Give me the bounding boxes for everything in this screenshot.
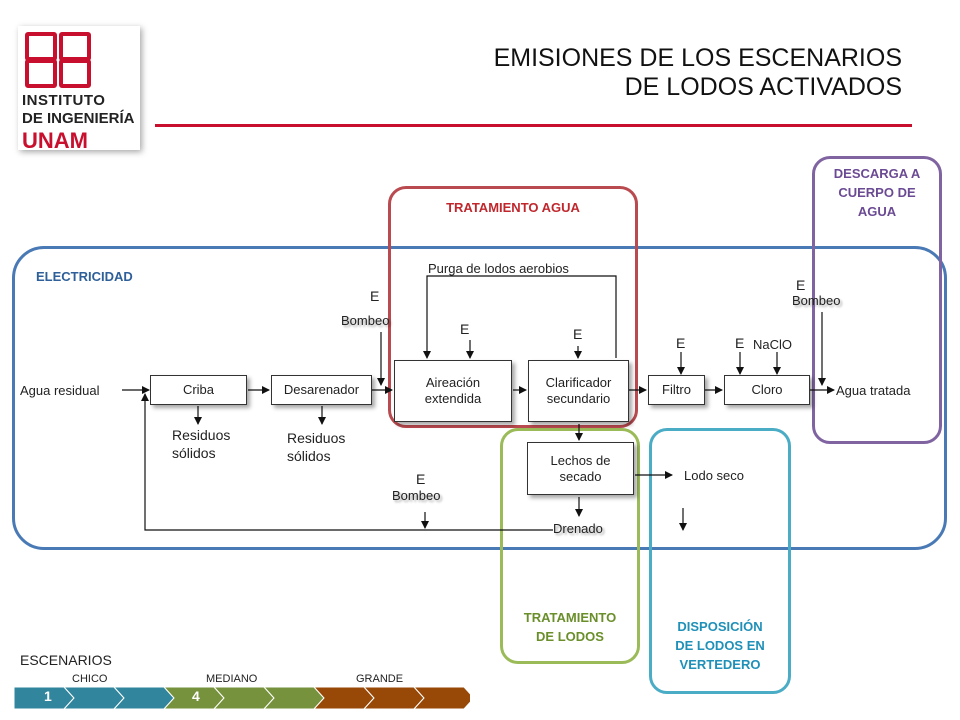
label-line: DESCARGA A (833, 166, 921, 181)
label-line: sólidos (287, 448, 331, 464)
label-residuos-criba: Residuos sólidos (172, 426, 230, 462)
process-desarenador: Desarenador (271, 375, 372, 405)
label-line: TRATAMIENTO (523, 610, 617, 625)
label-line: VERTEDERO (679, 657, 761, 672)
label-descarga: DESCARGA A CUERPO DE AGUA (812, 164, 942, 221)
label-energy: E (370, 288, 380, 304)
process-line: Aireación (425, 375, 481, 390)
scenario-number-second: 4 (192, 688, 200, 704)
process-cloro: Cloro (724, 375, 810, 405)
label-energy: E (676, 335, 686, 351)
process-filtro: Filtro (648, 375, 705, 405)
label-line: Residuos (172, 427, 231, 443)
label-agua-tratada: Agua tratada (836, 383, 911, 398)
region-tratamiento-agua (388, 186, 638, 428)
scenarios-title: ESCENARIOS (20, 652, 112, 668)
region-tratamiento-lodos (500, 428, 640, 664)
region-electricidad (12, 246, 947, 550)
institute-logo: INSTITUTO DE INGENIERÍA UNAM (18, 26, 140, 153)
label-energy: E (460, 321, 470, 337)
scenario-chevron-bar (14, 686, 470, 710)
slide-title-line1: EMISIONES DE LOS ESCENARIOS (493, 44, 902, 72)
label-electricidad: ELECTRICIDAD (36, 269, 133, 284)
label-line: DE LODOS EN (675, 638, 765, 653)
region-disposicion-vertedero (649, 428, 791, 694)
scenario-chevron (412, 686, 470, 710)
logo-text-line1: INSTITUTO (22, 92, 106, 109)
label-purga: Purga de lodos aerobios (428, 261, 569, 276)
label-line: AGUA (857, 204, 897, 219)
purga-loop (423, 275, 617, 359)
label-energy: E (735, 335, 745, 351)
label-line: sólidos (172, 445, 216, 461)
process-line: Clarificador (545, 375, 612, 390)
process-lechos-secado: Lechos de secado (527, 442, 634, 495)
region-descarga-agua (812, 156, 942, 444)
label-tratamiento-agua: TRATAMIENTO AGUA (446, 200, 580, 215)
process-line: secado (559, 468, 602, 484)
label-agua-residual: Agua residual (20, 383, 100, 398)
logo-mark-icon (25, 32, 91, 88)
drenado-recirculation (141, 393, 553, 531)
label-residuos-desarenador: Residuos sólidos (287, 429, 345, 465)
process-line: secundario (546, 391, 611, 406)
logo-text-line2: DE INGENIERÍA (22, 110, 135, 127)
label-line: Residuos (287, 430, 346, 446)
label-energy: E (573, 326, 583, 342)
scenario-label-chico: CHICO (72, 673, 108, 685)
label-energy: E (416, 471, 426, 487)
label-line: CUERPO DE (838, 185, 916, 200)
process-line: Lechos de (550, 452, 611, 468)
label-lodo-seco: Lodo seco (684, 468, 744, 483)
slide-title-line2: DE LODOS ACTIVADOS (624, 73, 902, 101)
process-line: extendida (424, 391, 482, 406)
slide-title: EMISIONES DE LOS ESCENARIOS DE LODOS ACT… (494, 44, 902, 102)
process-clarificador: Clarificador secundario (528, 360, 629, 422)
label-line: DE LODOS (536, 629, 604, 644)
label-line: DISPOSICIÓN (677, 619, 763, 634)
label-tratamiento-lodos: TRATAMIENTO DE LODOS (500, 608, 640, 646)
label-drenado: Drenado (553, 521, 603, 536)
title-underline (155, 124, 912, 127)
scenario-label-grande: GRANDE (356, 673, 404, 685)
label-bombeo: Bombeo (792, 293, 841, 308)
label-energy: E (796, 277, 806, 293)
scenario-label-mediano: MEDIANO (206, 673, 258, 685)
process-aireacion: Aireación extendida (394, 360, 512, 422)
label-naclo: NaClO (753, 337, 793, 352)
label-bombeo: Bombeo (392, 488, 441, 503)
process-criba: Criba (150, 375, 247, 405)
scenario-number-first: 1 (44, 688, 52, 704)
label-disposicion: DISPOSICIÓN DE LODOS EN VERTEDERO (649, 617, 791, 674)
label-bombeo: Bombeo (341, 313, 390, 328)
logo-text-line3: UNAM (22, 128, 88, 153)
